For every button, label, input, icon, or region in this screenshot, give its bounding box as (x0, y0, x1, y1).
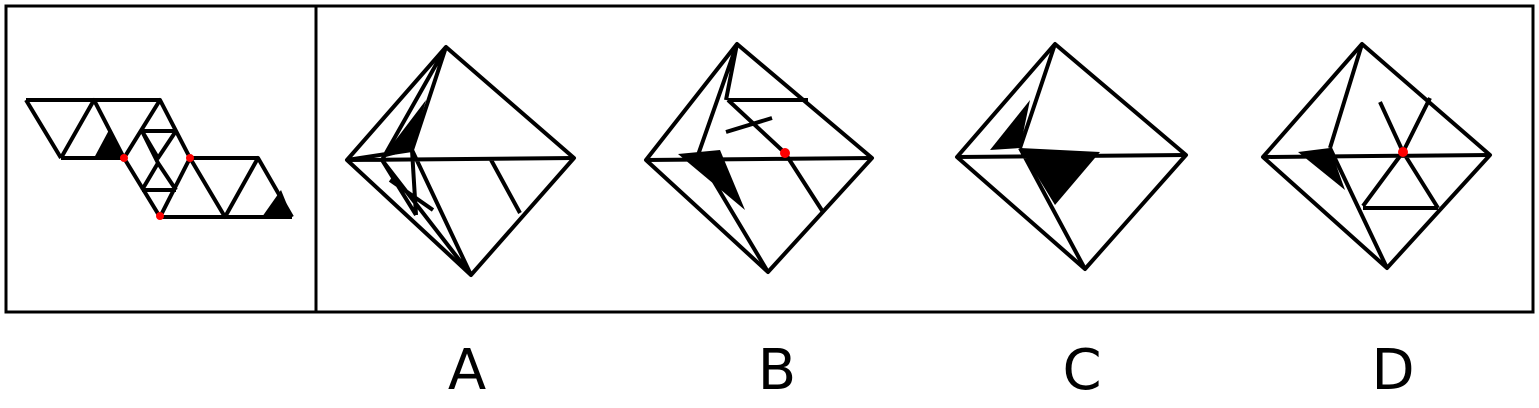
net-marker-3 (156, 212, 164, 220)
option-c-shaded (990, 100, 1100, 205)
option-b-shape (644, 42, 874, 274)
option-b-shaded (678, 150, 745, 210)
net-lower-strip (122, 156, 294, 219)
net-upper-strip (24, 98, 192, 160)
net-marker-1 (120, 154, 128, 162)
option-a-shaded (382, 100, 426, 158)
net-markers (120, 154, 194, 220)
option-d-shape (1261, 42, 1492, 270)
option-d-shaded (1298, 148, 1345, 190)
outer-frame (4, 4, 1535, 314)
option-label-c: C (1062, 338, 1102, 403)
panel-frames (4, 4, 1535, 314)
option-label-a: A (447, 338, 487, 403)
question-net (24, 98, 294, 219)
option-b-edges (645, 43, 873, 274)
option-c-shaded-2 (1020, 148, 1100, 205)
net-marker-2 (186, 154, 194, 162)
option-c-shaded-1 (990, 100, 1030, 150)
net-shaded-faces (94, 130, 292, 217)
option-a-edges (346, 46, 575, 277)
option-label-d: D (1371, 338, 1415, 403)
net-shaded-triangle-2 (262, 190, 292, 217)
option-d-edges (1262, 43, 1491, 269)
option-label-b: B (757, 338, 797, 403)
net-inner-triangle-bottom (140, 130, 178, 192)
net-shaded-triangle-1 (94, 130, 124, 158)
option-b-marker (780, 148, 790, 158)
option-d-marker (1398, 147, 1408, 157)
option-a-shape (345, 45, 576, 277)
